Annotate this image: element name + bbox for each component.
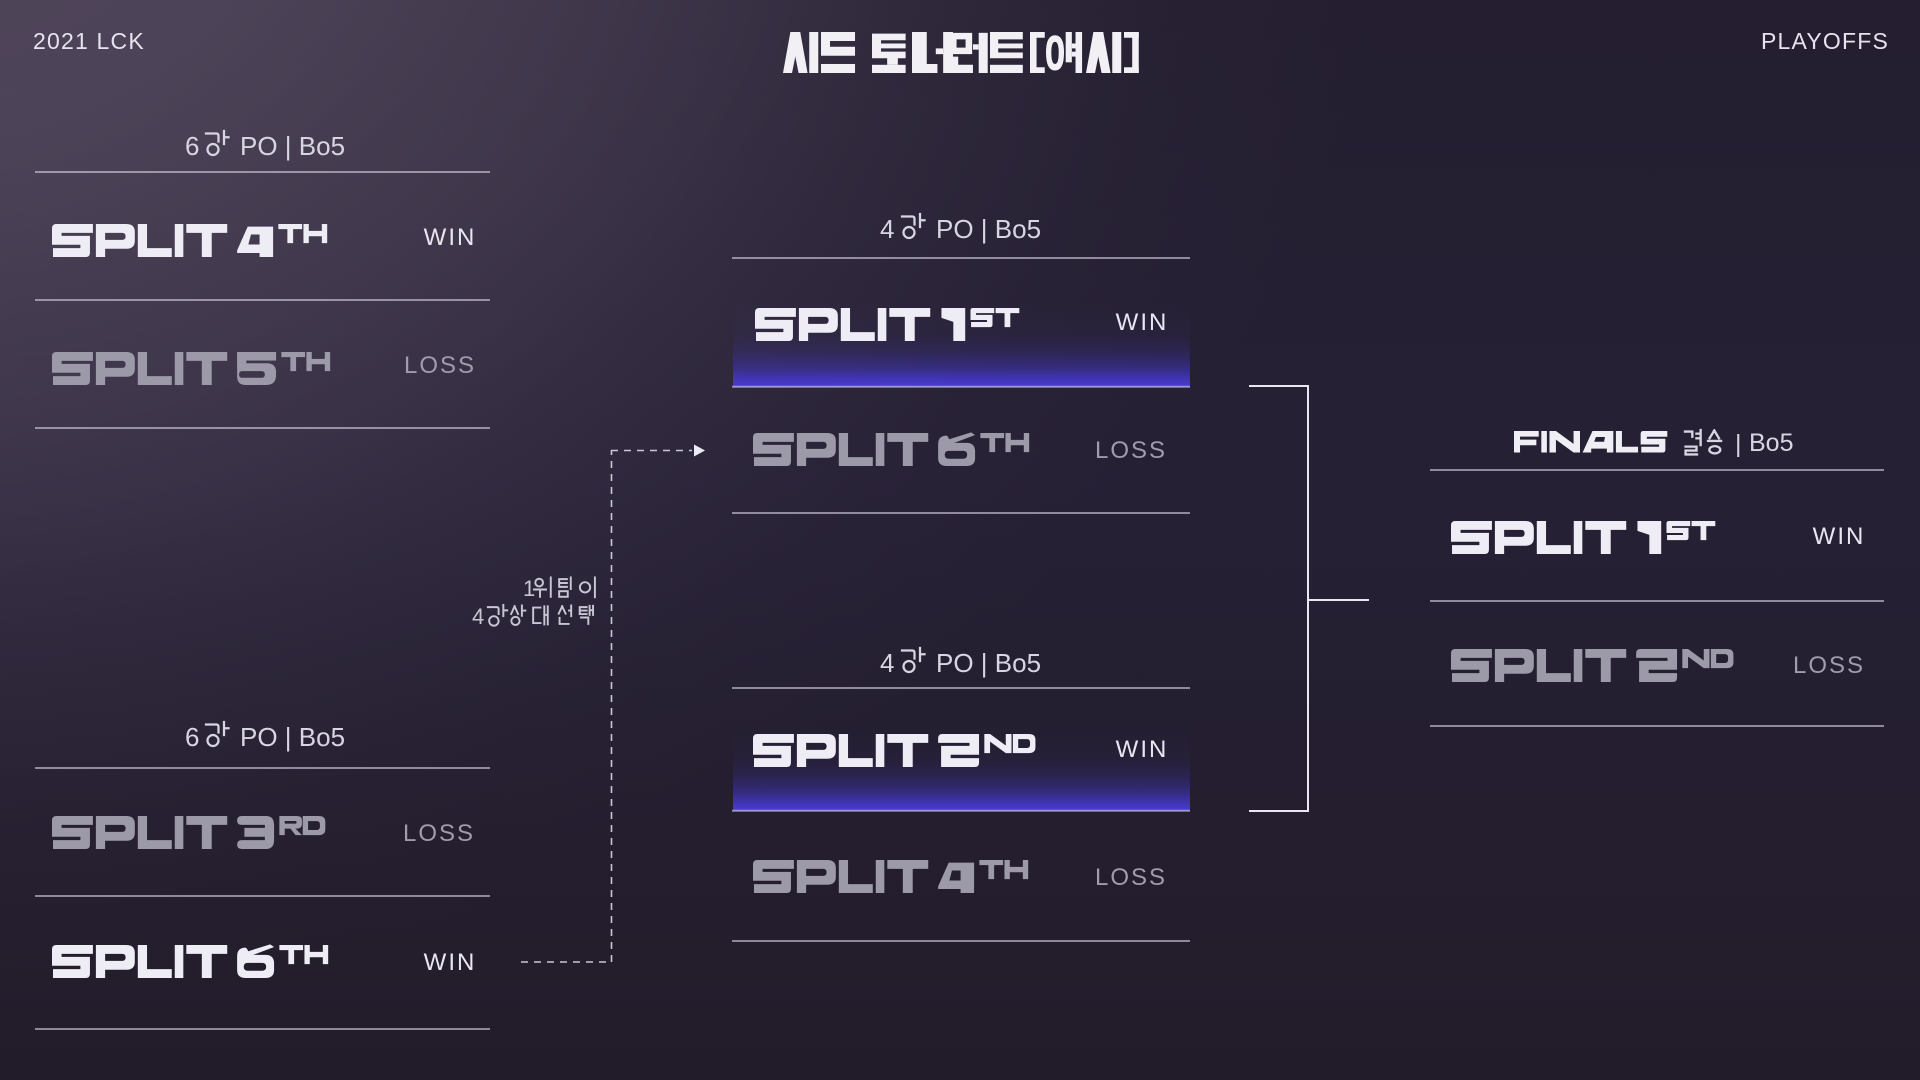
svg-text:LOSS: LOSS xyxy=(1095,437,1167,464)
svg-text:4: 4 xyxy=(880,214,894,244)
svg-text:LOSS: LOSS xyxy=(1095,864,1167,891)
svg-text:WIN: WIN xyxy=(1116,736,1169,763)
svg-text:LOSS: LOSS xyxy=(404,352,476,379)
svg-text:PO | Bo5: PO | Bo5 xyxy=(936,214,1041,244)
svg-text:6: 6 xyxy=(185,722,199,752)
svg-text:4: 4 xyxy=(472,604,484,629)
svg-text:LOSS: LOSS xyxy=(403,820,475,847)
svg-text:|: | xyxy=(1735,430,1742,458)
svg-text:PO | Bo5: PO | Bo5 xyxy=(240,131,345,161)
svg-text:PLAYOFFS: PLAYOFFS xyxy=(1761,28,1889,54)
svg-text:1: 1 xyxy=(523,576,535,601)
svg-text:WIN: WIN xyxy=(1116,309,1169,336)
svg-text:PO | Bo5: PO | Bo5 xyxy=(240,722,345,752)
svg-text:LOSS: LOSS xyxy=(1793,652,1865,679)
svg-text:WIN: WIN xyxy=(424,949,477,976)
svg-text:2021 LCK: 2021 LCK xyxy=(33,28,145,54)
svg-text:6: 6 xyxy=(185,131,199,161)
svg-text:Bo5: Bo5 xyxy=(1749,429,1793,457)
svg-text:WIN: WIN xyxy=(424,224,477,251)
svg-text:WIN: WIN xyxy=(1813,523,1866,550)
svg-text:4: 4 xyxy=(880,648,894,678)
svg-text:PO | Bo5: PO | Bo5 xyxy=(936,648,1041,678)
